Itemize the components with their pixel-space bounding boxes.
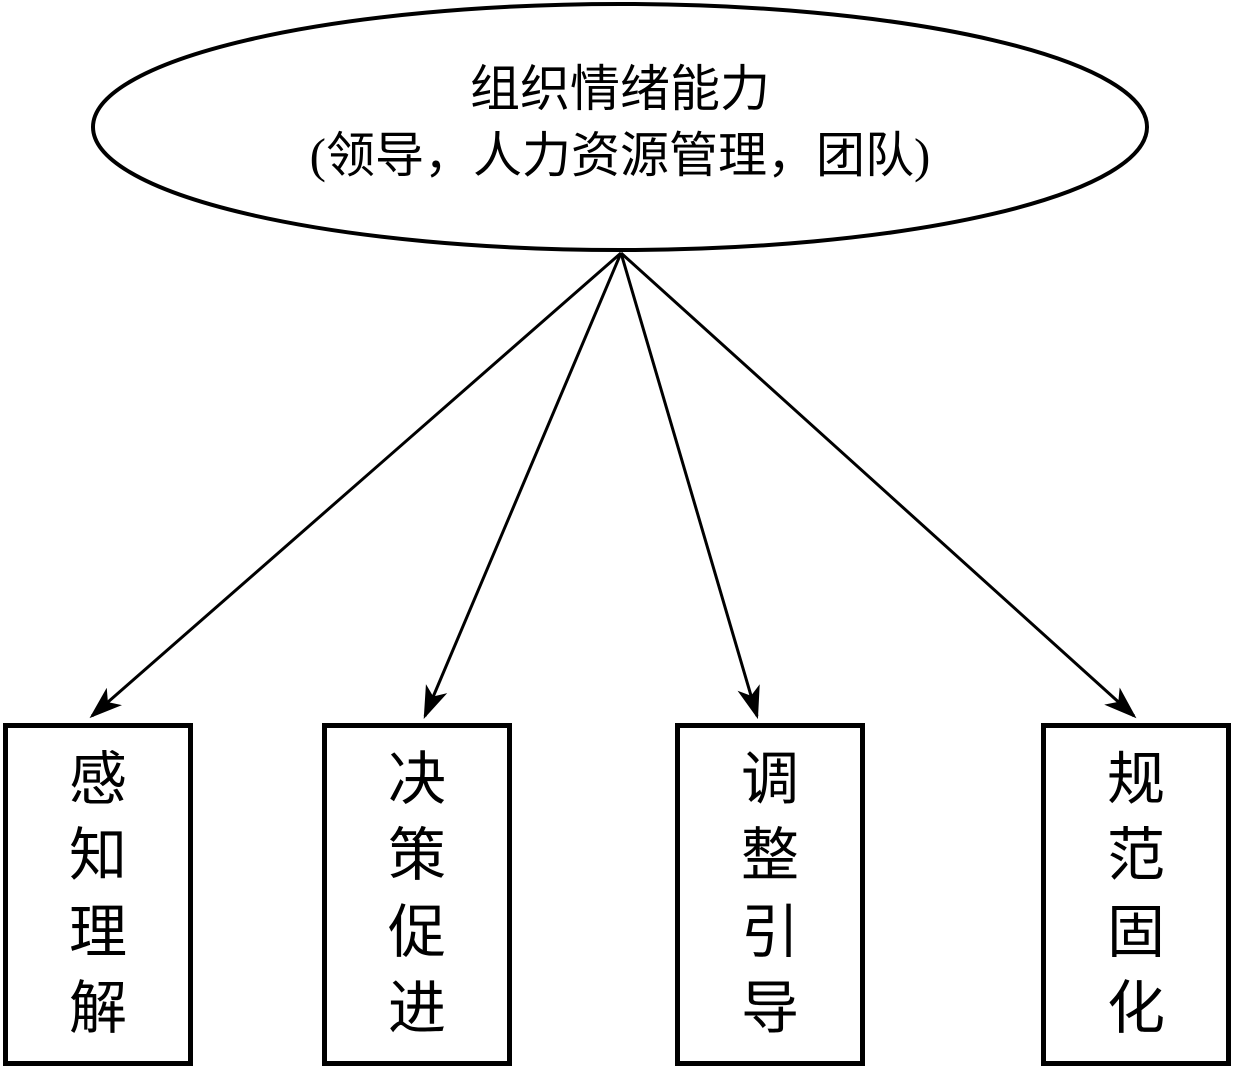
- box-char: 进: [387, 976, 446, 1042]
- box-char: 范: [1106, 823, 1165, 889]
- box-adjust-guide: 调 整 引 导: [675, 723, 865, 1066]
- box-char: 知: [68, 823, 127, 889]
- arrow-root-to-box3: [619, 252, 760, 720]
- arrow-root-to-box1: [89, 251, 622, 719]
- box-perceive-understand: 感 知 理 解: [3, 723, 193, 1066]
- box-char: 感: [68, 746, 127, 812]
- box-decision-promote: 决 策 促 进: [322, 723, 512, 1066]
- box-char: 理: [68, 899, 127, 965]
- box-char: 策: [387, 823, 446, 889]
- box-char: 解: [68, 976, 127, 1042]
- box-char: 化: [1106, 976, 1165, 1042]
- root-subtitle: (领导，人力资源管理，团队): [309, 128, 931, 184]
- root-node-label: 组织情绪能力 (领导，人力资源管理，团队): [93, 4, 1147, 251]
- box-char: 整: [740, 823, 799, 889]
- box-char: 规: [1106, 746, 1165, 812]
- box-char: 促: [387, 899, 446, 965]
- box-char: 调: [740, 746, 799, 812]
- box-char: 决: [387, 746, 446, 812]
- arrow-root-to-box4: [619, 251, 1137, 719]
- arrow-root-to-box2: [423, 252, 623, 720]
- box-char: 引: [740, 899, 799, 965]
- box-char: 固: [1106, 899, 1165, 965]
- box-char: 导: [740, 976, 799, 1042]
- box-norm-solidify: 规 范 固 化: [1041, 723, 1231, 1066]
- root-title: 组织情绪能力: [470, 60, 770, 117]
- root-ellipse-outline: [91, 2, 1149, 252]
